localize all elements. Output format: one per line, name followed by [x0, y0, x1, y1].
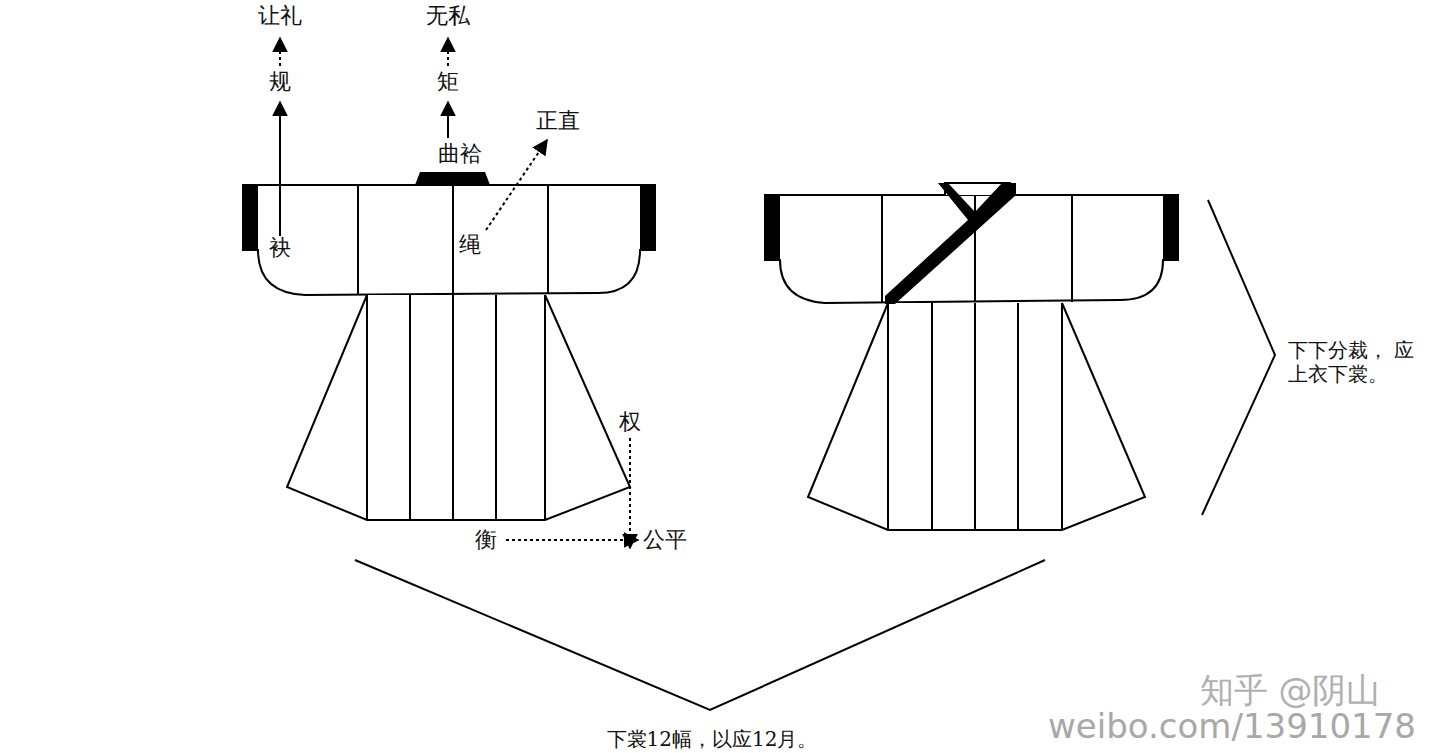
- part-name: 袂: [269, 235, 291, 261]
- watermark: weibo.com/13910178: [1048, 706, 1416, 747]
- note-text: 下下分裁， 应上衣下裳。: [1288, 338, 1420, 386]
- part-name: 衡: [475, 527, 497, 553]
- part-meaning: 无私: [426, 3, 470, 29]
- caption-note: 下裳12幅，以应12月。: [607, 727, 818, 751]
- part-name: 权: [619, 409, 641, 435]
- watermark: 知乎 @阴山: [1200, 670, 1381, 711]
- part-name: 绳: [459, 232, 481, 258]
- part-meaning: 公平: [643, 527, 687, 553]
- part-meaning: 正直: [536, 108, 580, 134]
- part-virtue: 矩: [437, 69, 459, 95]
- part-meaning: 让礼: [258, 3, 302, 29]
- part-virtue: 规: [269, 69, 291, 95]
- part-name: 曲袷: [438, 141, 482, 167]
